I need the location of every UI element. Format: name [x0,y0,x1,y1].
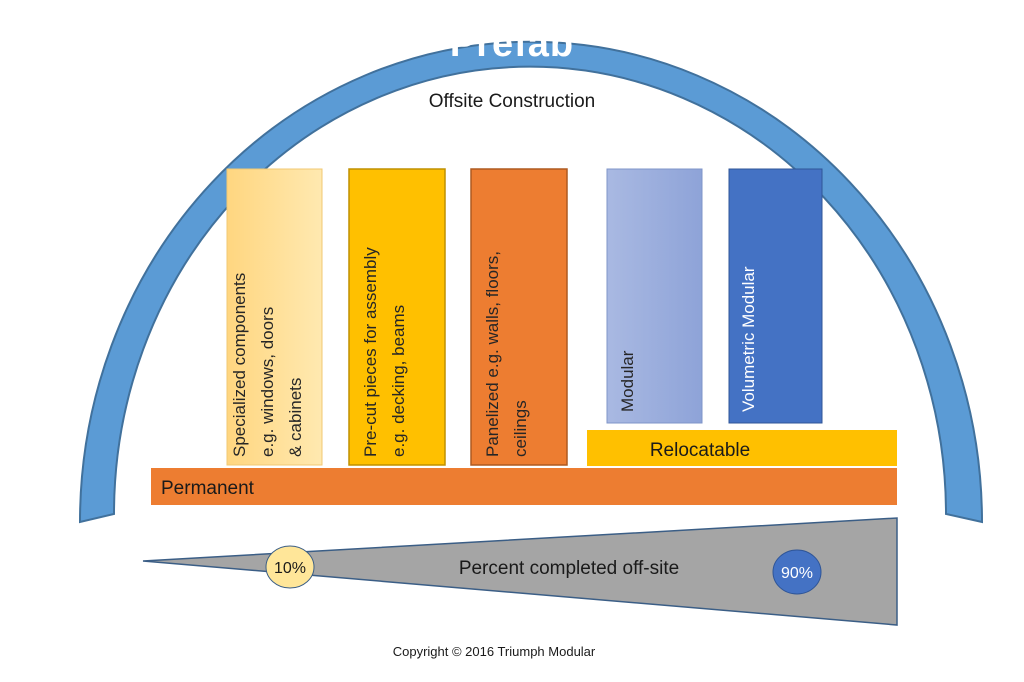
percent-offsite-wedge [142,517,898,626]
volumetric-modular-label: Volumetric Modular [739,266,758,412]
panelized-label: Panelized e.g. walls, floors, ceilings [483,246,530,457]
specialized-components-label: Specialized components e.g. windows, doo… [230,268,305,457]
permanent-bar [151,468,897,505]
specialized-components-box [226,168,323,466]
prefab-title: Prefab [450,23,574,65]
percent-offsite-label: Percent completed off-site [459,558,679,579]
volumetric-modular-box [728,168,823,424]
modular-label: Modular [618,350,637,412]
modular-box [606,168,703,424]
prefab-arc [78,40,984,524]
pre-cut-pieces-label: Pre-cut pieces for assembly e.g. decking… [361,243,408,457]
ninety-percent-circle [772,549,822,595]
ninety-percent-label: 90% [781,565,813,582]
panelized-box [470,168,568,466]
ten-percent-label: 10% [274,560,306,577]
relocatable-bar [587,430,897,466]
pre-cut-pieces-box [348,168,446,466]
copyright-text: Copyright © 2016 Triumph Modular [393,644,596,659]
relocatable-label: Relocatable [650,440,750,461]
offsite-construction-label: Offsite Construction [429,91,596,112]
permanent-label: Permanent [161,478,255,499]
ten-percent-circle [265,545,315,589]
